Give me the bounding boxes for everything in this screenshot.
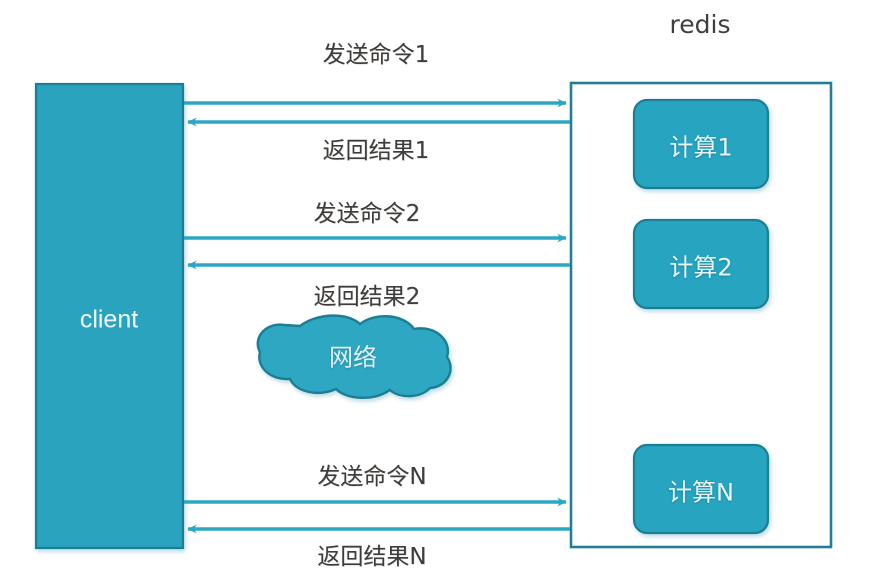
client-label: client — [79, 305, 139, 334]
compute-node-2 — [632, 218, 770, 310]
network-cloud-label: 网络 — [329, 343, 377, 372]
compute-node-2-label: 计算2 — [669, 253, 733, 282]
page-title-redis: redis — [669, 10, 731, 39]
network-cloud-shape — [256, 314, 452, 399]
message-label-response-1: 返回结果1 — [322, 138, 430, 164]
compute-node-n-label: 计算N — [668, 478, 734, 507]
message-label-request-n: 发送命令N — [317, 464, 427, 490]
message-label-request-1: 发送命令1 — [322, 42, 430, 68]
message-label-response-2: 返回结果2 — [313, 284, 421, 310]
compute-node-n — [632, 443, 770, 535]
message-label-request-2: 发送命令2 — [313, 201, 421, 227]
message-label-response-n: 返回结果N — [317, 544, 427, 570]
client-box — [34, 82, 185, 550]
compute-node-1-label: 计算1 — [669, 133, 733, 162]
compute-node-1 — [632, 98, 770, 190]
